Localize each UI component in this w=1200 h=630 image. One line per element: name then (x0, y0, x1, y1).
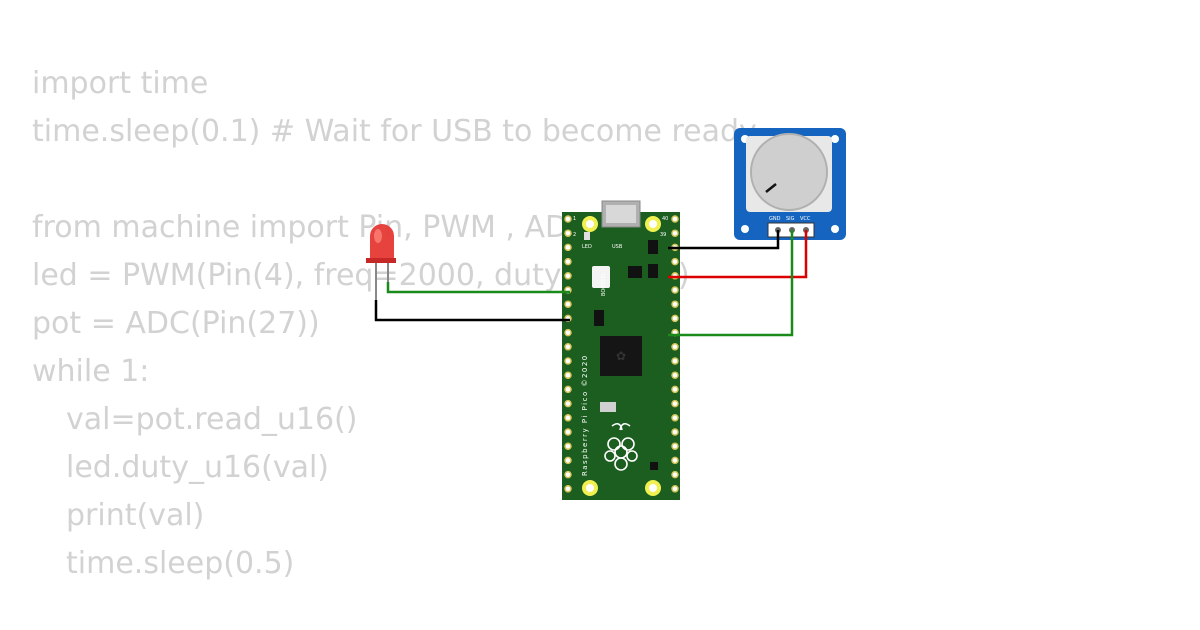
gpio-pin[interactable] (564, 229, 572, 237)
gpio-pin[interactable] (671, 371, 679, 379)
gpio-pin[interactable] (564, 442, 572, 450)
gpio-pin[interactable] (671, 229, 679, 237)
code-line-7: while 1: (32, 354, 150, 389)
gpio-pin[interactable] (671, 343, 679, 351)
gpio-pin[interactable] (564, 470, 572, 479)
sig-label: SIG (786, 216, 795, 222)
svg-text:✿: ✿ (616, 349, 626, 363)
gpio-pin[interactable] (564, 257, 572, 266)
gpio-pin[interactable] (671, 414, 679, 422)
gpio-pin[interactable] (564, 300, 572, 308)
gpio-pin[interactable] (671, 470, 679, 479)
gpio-pin[interactable] (671, 428, 679, 436)
led-label: LED (582, 244, 592, 250)
gpio-pin[interactable] (671, 485, 679, 493)
gpio-pin[interactable] (564, 456, 572, 465)
gpio-pin[interactable] (564, 328, 572, 337)
component-icon (648, 264, 658, 278)
gpio-pin[interactable] (671, 399, 679, 408)
code-line-1: import time (32, 66, 209, 101)
gpio-pin[interactable] (671, 215, 679, 223)
code-line-2: time.sleep(0.1) # Wait for USB to become… (32, 114, 757, 149)
gpio-pin[interactable] (564, 414, 572, 422)
gpio-pin[interactable] (671, 286, 679, 294)
code-line-10: print(val) (66, 498, 205, 533)
component-icon (594, 310, 604, 326)
gpio-pin[interactable] (564, 215, 572, 223)
gpio-pin[interactable] (564, 343, 572, 351)
led-signal-wire[interactable] (386, 282, 570, 294)
vcc-label: VCC (800, 216, 811, 222)
gpio-pin[interactable] (564, 243, 572, 252)
pin-2-label: 2 (573, 232, 576, 238)
pot-vcc-wire[interactable] (668, 230, 808, 279)
component-icon (600, 402, 616, 412)
component-icon (628, 266, 642, 278)
component-icon (648, 240, 658, 254)
board-name-text: Raspberry Pi Pico ©2020 (581, 354, 589, 476)
led-gnd-wire[interactable] (374, 300, 570, 322)
gpio-pin[interactable] (564, 272, 572, 280)
gpio-pin[interactable] (671, 442, 679, 450)
led-body-icon (370, 224, 394, 262)
gpio-pin[interactable] (564, 399, 572, 408)
gpio-pin[interactable] (564, 357, 572, 365)
gpio-pin[interactable] (564, 385, 572, 394)
code-line-6: pot = ADC(Pin(27)) (32, 306, 320, 341)
potentiometer-module[interactable]: GND SIG VCC (734, 128, 846, 240)
pin-39-label: 39 (660, 232, 666, 238)
code-line-9: led.duty_u16(val) (66, 450, 330, 485)
gpio-pin[interactable] (671, 385, 679, 394)
onboard-led-icon (584, 232, 590, 240)
usb-label: USB (612, 244, 623, 250)
gpio-pin[interactable] (671, 257, 679, 266)
gpio-pin[interactable] (671, 456, 679, 465)
pot-gnd-wire[interactable] (668, 230, 780, 250)
gpio-pin[interactable] (671, 357, 679, 365)
pico-board[interactable]: LED USB 1 2 40 39 BOOTSEL ✿ Raspberry Pi… (562, 200, 680, 500)
left-pin-header (564, 215, 572, 493)
code-line-8: val=pot.read_u16() (66, 402, 358, 437)
knob-indicator-icon (765, 183, 777, 193)
red-led[interactable] (366, 224, 396, 300)
gnd-label: GND (769, 216, 781, 222)
pot-sig-wire[interactable] (668, 230, 794, 337)
gpio-pin[interactable] (564, 371, 572, 379)
bootsel-button[interactable] (592, 266, 610, 288)
pin-1-label: 1 (573, 216, 576, 222)
pin-40-label: 40 (662, 216, 668, 222)
pot-knob[interactable] (750, 133, 828, 211)
gpio-pin[interactable] (564, 428, 572, 436)
component-icon (650, 462, 658, 470)
gpio-pin[interactable] (671, 314, 679, 323)
gpio-pin[interactable] (671, 300, 679, 308)
bootsel-label: BOOTSEL (601, 272, 607, 296)
rp2040-chip-icon (600, 336, 642, 376)
code-line-11: time.sleep(0.5) (66, 546, 295, 581)
raspberry-logo-icon (604, 422, 638, 471)
gpio-pin[interactable] (564, 485, 572, 493)
